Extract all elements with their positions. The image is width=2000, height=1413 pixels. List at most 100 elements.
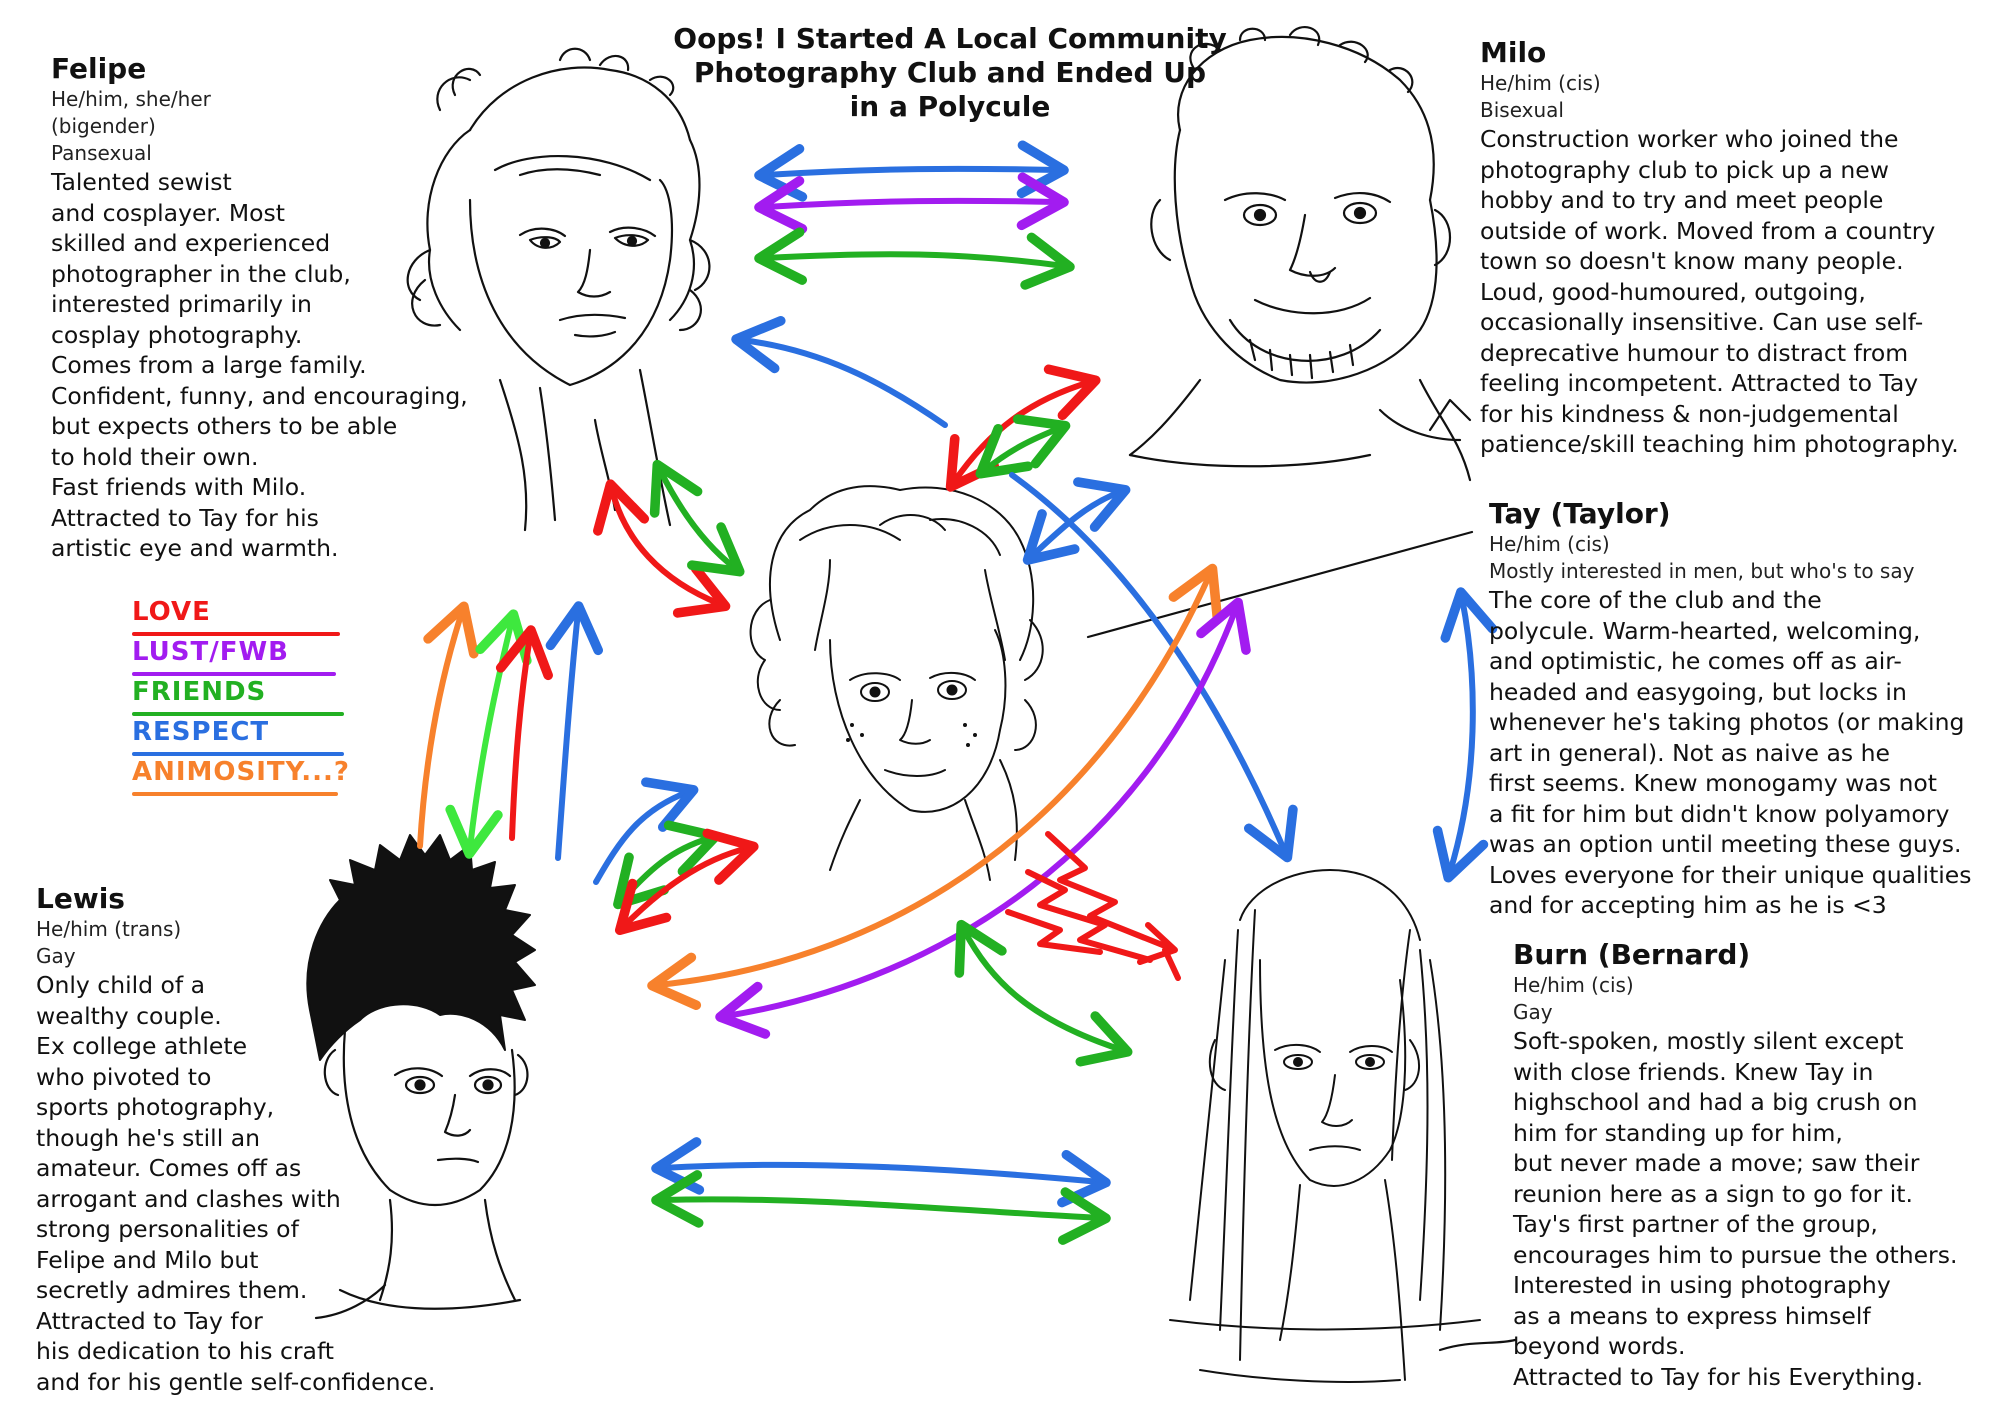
felipe-description: Talented sewist and cosplayer. Most skil… bbox=[51, 167, 468, 564]
felipe-desc-line: Attracted to Tay for his bbox=[51, 503, 319, 532]
lewis-desc-line: sports photography, bbox=[36, 1093, 275, 1121]
legend: LOVE LUST/FWB FRIENDS RESPECT ANIMOSITY.… bbox=[132, 596, 352, 796]
milo-desc-line: deprecative humour to distract from bbox=[1480, 338, 1909, 367]
felipe-orientation: Pansexual bbox=[51, 141, 152, 165]
tay-name: Tay (Taylor) bbox=[1489, 497, 1671, 530]
title-line-3: in a Polycule bbox=[849, 90, 1051, 123]
tay-desc-line: was an option until meeting these guys. bbox=[1489, 830, 1962, 858]
burn-desc-line: beyond words. bbox=[1513, 1332, 1686, 1360]
arrow-milo-burn-respect bbox=[1009, 472, 1298, 863]
felipe-bio: Felipe He/him, she/her (bigender) Pansex… bbox=[51, 52, 468, 564]
burn-desc-line: highschool and had a big crush on bbox=[1513, 1088, 1918, 1116]
legend-rule-animosity bbox=[132, 792, 338, 796]
legend-rule-love bbox=[132, 632, 340, 636]
burn-desc-line: Interested in using photography bbox=[1513, 1271, 1891, 1299]
tay-desc-line: first seems. Knew monogamy was not bbox=[1489, 769, 1938, 797]
lewis-pronouns: He/him (trans) bbox=[36, 917, 182, 941]
milo-desc-line: occasionally insensitive. Can use self- bbox=[1480, 308, 1924, 336]
burn-description: Soft-spoken, mostly silent except with c… bbox=[1513, 1026, 1957, 1392]
lewis-desc-line: arrogant and clashes with bbox=[36, 1184, 341, 1213]
felipe-desc-line: Comes from a large family. bbox=[51, 351, 367, 379]
lewis-description: Only child of a wealthy couple. Ex colle… bbox=[36, 970, 435, 1397]
burn-desc-line: with close friends. Knew Tay in bbox=[1513, 1057, 1874, 1086]
tay-desc-line: The core of the club and the bbox=[1489, 586, 1822, 614]
lewis-bio: Lewis He/him (trans) Gay Only child of a… bbox=[36, 882, 435, 1397]
lewis-desc-line: secretly admires them. bbox=[36, 1276, 308, 1304]
arrow-milo-tay-friends bbox=[975, 414, 1071, 479]
milo-description: Construction worker who joined the photo… bbox=[1480, 124, 1959, 460]
arrow-lewis-burn-respect bbox=[651, 1137, 1111, 1208]
lewis-desc-line: strong personalities of bbox=[36, 1215, 299, 1243]
burn-name: Burn (Bernard) bbox=[1513, 938, 1751, 971]
tay-desc-line: Loves everyone for their unique qualitie… bbox=[1489, 860, 1972, 889]
milo-bio: Milo He/him (cis) Bisexual Construction … bbox=[1480, 36, 1959, 460]
felipe-desc-line: skilled and experienced bbox=[51, 229, 331, 257]
arrow-lewis-tay-love bbox=[614, 828, 759, 936]
milo-desc-line: town so doesn't know many people. bbox=[1480, 247, 1904, 275]
arrow-tay-burn-friends bbox=[954, 919, 1133, 1067]
milo-orientation: Bisexual bbox=[1480, 98, 1564, 122]
tay-description: The core of the club and the polycule. W… bbox=[1489, 585, 1972, 921]
felipe-desc-line: Talented sewist bbox=[51, 168, 232, 196]
tay-desc-line: and optimistic, he comes off as air- bbox=[1489, 647, 1902, 675]
legend-rule-lust bbox=[132, 672, 336, 676]
burn-desc-line: Attracted to Tay for his Everything. bbox=[1513, 1362, 1924, 1391]
title-line-1: Oops! I Started A Local Community bbox=[673, 22, 1227, 55]
lewis-desc-line: amateur. Comes off as bbox=[36, 1154, 302, 1182]
felipe-desc-line: artistic eye and warmth. bbox=[51, 534, 339, 562]
lewis-desc-line: who pivoted to bbox=[36, 1062, 212, 1091]
milo-desc-line: feeling incompetent. Attracted to Tay bbox=[1480, 369, 1919, 397]
lewis-leader-line bbox=[314, 1283, 387, 1320]
burn-desc-line: him for standing up for him, bbox=[1513, 1118, 1843, 1147]
tay-desc-line: polycule. Warm-hearted, welcoming, bbox=[1489, 616, 1921, 645]
burn-desc-line: encourages him to pursue the others. bbox=[1513, 1240, 1958, 1269]
lewis-desc-line: Ex college athlete bbox=[36, 1032, 248, 1060]
legend-label-love: LOVE bbox=[132, 597, 211, 627]
arrow-lewis-felipe-friends bbox=[445, 609, 532, 859]
legend-rule-respect bbox=[132, 752, 344, 756]
arrow-milo-lewis-animosity bbox=[647, 563, 1222, 1010]
arrow-felipe-tay-friends bbox=[649, 459, 745, 577]
felipe-desc-line: photographer in the club, bbox=[51, 259, 351, 288]
milo-meta: He/him (cis) Bisexual bbox=[1480, 70, 1959, 124]
tay-desc-line: headed and easygoing, but locks in bbox=[1489, 677, 1907, 706]
arrow-lewis-milo-lust bbox=[715, 597, 1251, 1039]
felipe-name: Felipe bbox=[51, 52, 147, 85]
milo-desc-line: Construction worker who joined the bbox=[1480, 125, 1899, 153]
tay-pronouns: He/him (cis) bbox=[1489, 532, 1610, 556]
tay-desc-line: and for accepting him as he is <3 bbox=[1489, 891, 1887, 919]
arrow-felipe-milo-lust bbox=[754, 172, 1069, 234]
burn-bio: Burn (Bernard) He/him (cis) Gay Soft-spo… bbox=[1513, 938, 1957, 1392]
legend-label-friends: FRIENDS bbox=[132, 677, 267, 707]
burn-orientation: Gay bbox=[1513, 1000, 1553, 1024]
burn-desc-line: but never made a move; saw their bbox=[1513, 1149, 1920, 1177]
burn-pronouns: He/him (cis) bbox=[1513, 973, 1634, 997]
burn-leader-line bbox=[1438, 1338, 1517, 1352]
tay-desc-line: whenever he's taking photos (or making bbox=[1489, 708, 1965, 736]
lewis-desc-line: Only child of a bbox=[36, 971, 206, 999]
arrow-felipe-milo-friends bbox=[754, 227, 1075, 290]
felipe-desc-line: Fast friends with Milo. bbox=[51, 473, 307, 501]
tay-leader-line bbox=[1086, 530, 1474, 639]
tay-portrait bbox=[749, 485, 1044, 881]
burn-desc-line: reunion here as a sign to go for it. bbox=[1513, 1179, 1913, 1208]
burn-portrait bbox=[1169, 869, 1481, 1383]
milo-desc-line: photography club to pick up a new bbox=[1480, 155, 1889, 184]
lewis-desc-line: Felipe and Milo but bbox=[36, 1245, 259, 1274]
arrow-milo-felipe-respect bbox=[731, 315, 948, 428]
felipe-desc-line: to hold their own. bbox=[51, 442, 259, 471]
arrow-felipe-milo-respect bbox=[754, 140, 1069, 202]
legend-rule-friends bbox=[132, 712, 344, 716]
lewis-desc-line: Attracted to Tay for bbox=[36, 1306, 263, 1335]
lewis-name: Lewis bbox=[36, 882, 125, 915]
felipe-portrait bbox=[406, 47, 711, 532]
title-line-2: Photography Club and Ended Up bbox=[693, 56, 1207, 89]
arrow-lewis-felipe-love bbox=[495, 625, 553, 841]
tay-desc-line: art in general). Not as naive as he bbox=[1489, 738, 1890, 767]
lewis-desc-line: his dedication to his craft bbox=[36, 1337, 335, 1365]
tay-desc-line: a fit for him but didn't know polyamory bbox=[1489, 799, 1950, 828]
tay-orientation: Mostly interested in men, but who's to s… bbox=[1489, 559, 1915, 583]
legend-label-animosity: ANIMOSITY...? bbox=[132, 757, 350, 787]
